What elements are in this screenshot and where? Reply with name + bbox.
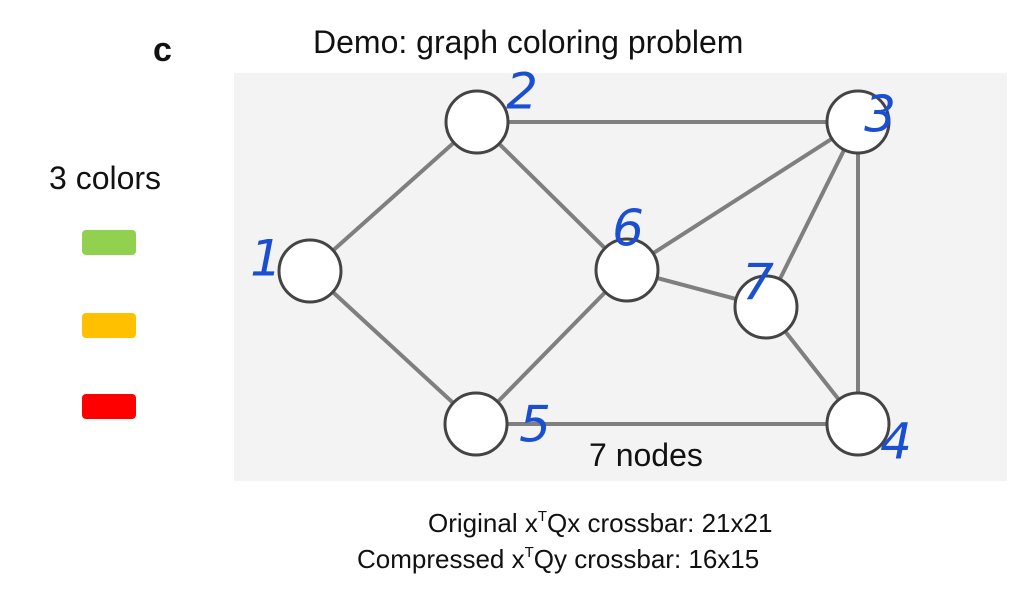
color-swatch-green: [82, 230, 136, 255]
node-1: [277, 238, 343, 304]
node-6: [594, 237, 660, 303]
colors-label: 3 colors: [49, 160, 162, 196]
edge-1-2: [308, 120, 479, 273]
edge-2-6: [475, 120, 629, 272]
edge-6-5: [474, 268, 629, 426]
diagram-title: Demo: graph coloring problem: [313, 24, 744, 60]
edge-1-5: [308, 269, 478, 426]
node-label-3: 3: [864, 86, 896, 144]
node-3: [825, 89, 891, 155]
node-5: [443, 391, 509, 457]
node-4: [825, 391, 891, 457]
node-label-5: 5: [519, 396, 551, 454]
node-label-2: 2: [506, 63, 538, 121]
edge-3-7: [764, 121, 860, 308]
color-swatch-red: [82, 394, 136, 419]
node-label-6: 6: [612, 200, 644, 258]
node-7: [733, 274, 799, 340]
node-label-1: 1: [250, 230, 282, 288]
node-label-7: 7: [742, 254, 774, 312]
original-crossbar-stat: Original xTQx crossbar: 21x21: [428, 508, 773, 538]
panel-letter: c: [153, 31, 172, 69]
color-swatch-orange: [82, 313, 136, 338]
compressed-crossbar-stat: Compressed xTQy crossbar: 16x15: [357, 544, 760, 574]
node-count-label: 7 nodes: [589, 437, 703, 473]
edge-3-6: [625, 120, 860, 272]
node-2: [444, 89, 510, 155]
node-label-4: 4: [880, 413, 912, 471]
